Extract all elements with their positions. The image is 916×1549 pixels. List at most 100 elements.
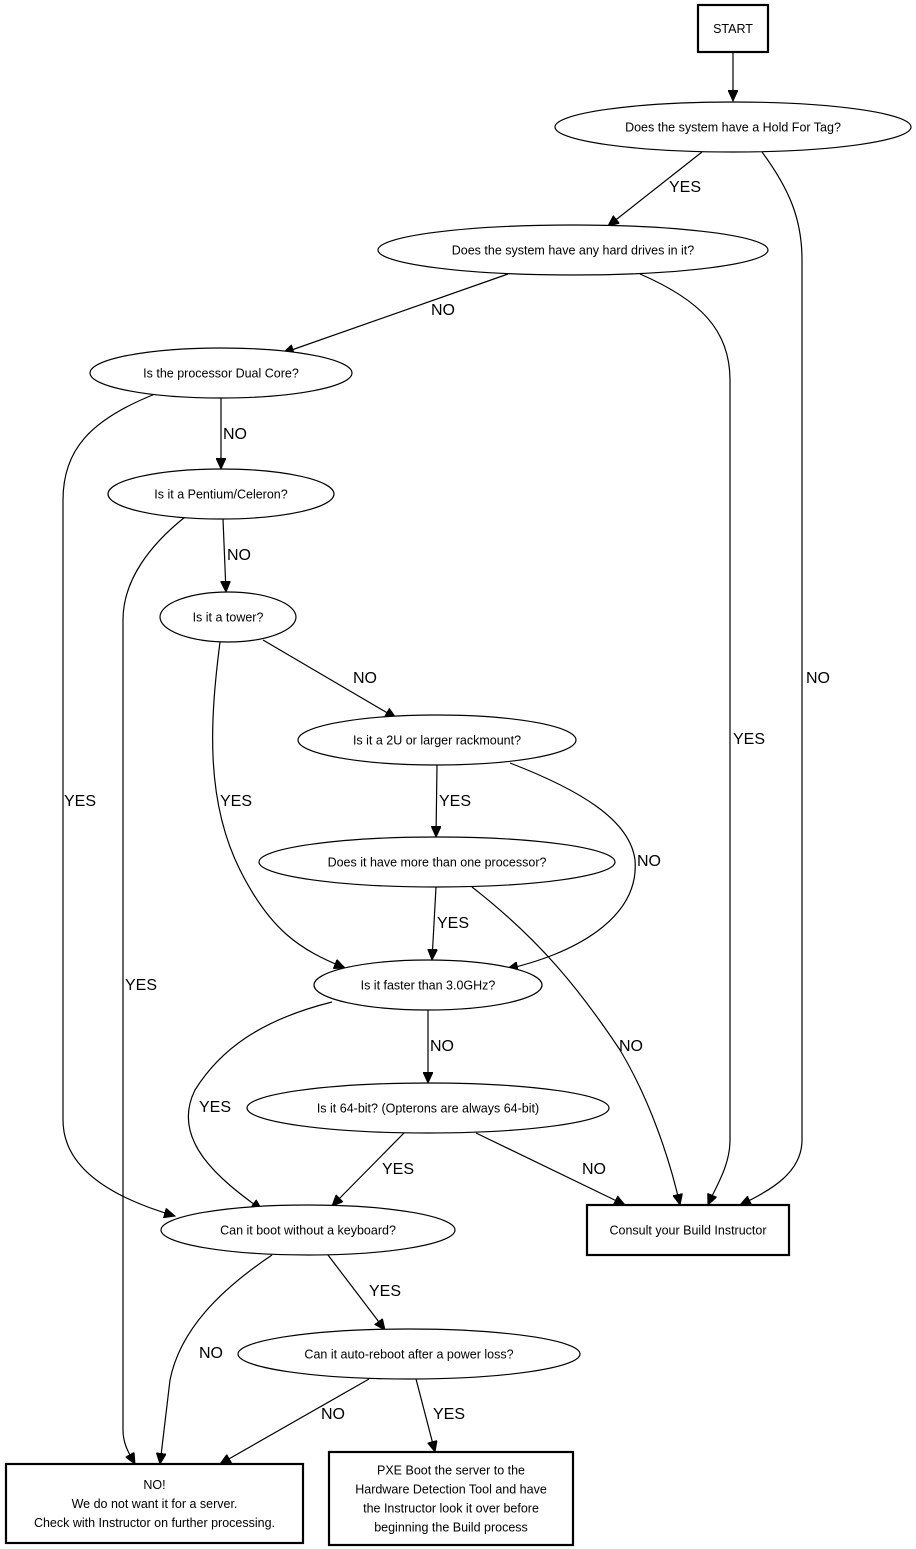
edge-keyboard-to-no: NO: [160, 1254, 273, 1464]
edge-tower-to-faster: YES: [212, 641, 345, 968]
node-label: Is it a tower?: [193, 611, 264, 625]
edge-label: YES: [437, 915, 469, 932]
edge-arrow: [507, 762, 636, 969]
edge-label: NO: [430, 1038, 454, 1055]
edge-label: NO: [223, 426, 247, 443]
edge-label: YES: [382, 1161, 414, 1178]
node-multi: Does it have more than one processor?: [258, 836, 616, 888]
edge-hold-to-drives: YES: [608, 151, 703, 226]
edge-label: NO: [227, 547, 251, 564]
edge-reboot-to-pxe: YES: [415, 1378, 465, 1452]
node-label: Is it a Pentium/Celeron?: [154, 488, 287, 502]
edge-label: NO: [321, 1406, 345, 1423]
node-reboot: Can it auto-reboot after a power loss?: [237, 1328, 581, 1380]
node-consult: Consult your Build Instructor: [585, 1203, 791, 1257]
edge-tower-to-rack2u: NO: [262, 639, 396, 718]
node-box: [696, 3, 770, 54]
edge-arrow: [415, 1378, 435, 1452]
edge-label: NO: [431, 302, 455, 319]
edge-arrow: [223, 518, 226, 592]
edge-hold-to-consult: NO: [740, 151, 830, 1206]
node-label: Is it a 2U or larger rackmount?: [353, 734, 521, 748]
edge-bit64-to-consult: NO: [475, 1132, 625, 1206]
edge-label: YES: [433, 1406, 465, 1423]
node-ellipse: [313, 959, 543, 1011]
edge-dual-to-keyboard: YES: [62, 393, 175, 1216]
edge-arrow: [122, 516, 186, 1464]
edge-arrow: [436, 764, 437, 837]
node-label: Is it faster than 3.0GHz?: [361, 979, 496, 993]
edge-label: NO: [806, 670, 830, 687]
edge-drives-to-consult: YES: [639, 273, 765, 1205]
edge-label: YES: [733, 731, 765, 748]
edge-arrow: [639, 273, 731, 1205]
node-label: NO!: [143, 1478, 165, 1492]
edge-arrow: [471, 886, 680, 1205]
edge-label: NO: [199, 1345, 223, 1362]
edge-arrow: [332, 1132, 405, 1206]
node-ellipse: [107, 468, 335, 520]
edge-reboot-to-no: NO: [220, 1378, 370, 1464]
edge-rack2u-to-faster: NO: [507, 762, 661, 969]
edge-pentium-to-tower: NO: [223, 518, 251, 592]
edge-faster-to-keyboard: YES: [187, 1001, 333, 1210]
node-label: Does the system have any hard drives in …: [452, 244, 695, 258]
node-label: PXE Boot the server to the: [377, 1464, 525, 1478]
node-label: the Instructor look it over before: [363, 1502, 539, 1516]
node-ellipse: [258, 836, 616, 888]
edge-label: YES: [64, 793, 96, 810]
edge-label: YES: [220, 793, 252, 810]
node-ellipse: [377, 224, 769, 276]
node-label: beginning the Build process: [374, 1521, 528, 1535]
edge-dual-to-pentium: NO: [221, 398, 247, 469]
edge-drives-to-dual: NO: [283, 273, 509, 353]
edge-label: YES: [439, 793, 471, 810]
edge-label: NO: [353, 670, 377, 687]
node-keyboard: Can it boot without a keyboard?: [160, 1204, 456, 1256]
node-ellipse: [237, 1328, 581, 1380]
edge-arrow: [212, 641, 345, 968]
edge-multi-to-faster: YES: [432, 886, 469, 960]
node-no: NO! We do not want it for a server. Check …: [4, 1462, 305, 1545]
node-drives: Does the system have any hard drives in …: [377, 224, 769, 276]
node-dual: Is the processor Dual Core?: [89, 347, 353, 399]
node-box: [327, 1450, 575, 1547]
node-ellipse: [246, 1082, 610, 1134]
node-faster: Is it faster than 3.0GHz?: [313, 959, 543, 1011]
node-label: Does it have more than one processor?: [328, 856, 547, 870]
edge-label: YES: [125, 977, 157, 994]
edge-label: NO: [582, 1161, 606, 1178]
node-ellipse: [554, 101, 912, 153]
edge-multi-to-consult: NO: [471, 886, 680, 1205]
edge-rack2u-to-multi: YES: [436, 764, 471, 837]
node-label: Can it boot without a keyboard?: [220, 1224, 396, 1238]
edge-arrow: [740, 151, 803, 1206]
edge-arrow: [432, 886, 436, 960]
edge-arrow: [327, 1254, 385, 1330]
edge-arrow: [220, 1378, 370, 1464]
node-label: Is it 64-bit? (Opterons are always 64-bi…: [317, 1102, 539, 1116]
edge-keyboard-to-reboot: YES: [327, 1254, 401, 1330]
node-label: START: [713, 22, 753, 36]
node-label: Can it auto-reboot after a power loss?: [304, 1348, 513, 1362]
node-rack2u: Is it a 2U or larger rackmount?: [297, 714, 577, 766]
node-label: We do not want it for a server.: [72, 1497, 238, 1511]
edge-faster-to-bit64: NO: [428, 1010, 454, 1083]
edge-bit64-to-keyboard: YES: [332, 1132, 414, 1206]
edge-arrow: [62, 393, 175, 1216]
node-ellipse: [297, 714, 577, 766]
node-bit64: Is it 64-bit? (Opterons are always 64-bi…: [246, 1082, 610, 1134]
edge-label: YES: [199, 1099, 231, 1116]
edge-label: YES: [369, 1283, 401, 1300]
node-label: Is the processor Dual Core?: [143, 367, 299, 381]
node-label: Check with Instructor on further process…: [34, 1516, 275, 1530]
edge-arrow: [283, 273, 509, 353]
node-box: [585, 1203, 791, 1257]
edge-label: NO: [637, 853, 661, 870]
edge-arrow: [187, 1001, 333, 1210]
edge-label: NO: [619, 1038, 643, 1055]
edge-arrow: [262, 639, 396, 718]
node-ellipse: [89, 347, 353, 399]
node-ellipse: [160, 1204, 456, 1256]
